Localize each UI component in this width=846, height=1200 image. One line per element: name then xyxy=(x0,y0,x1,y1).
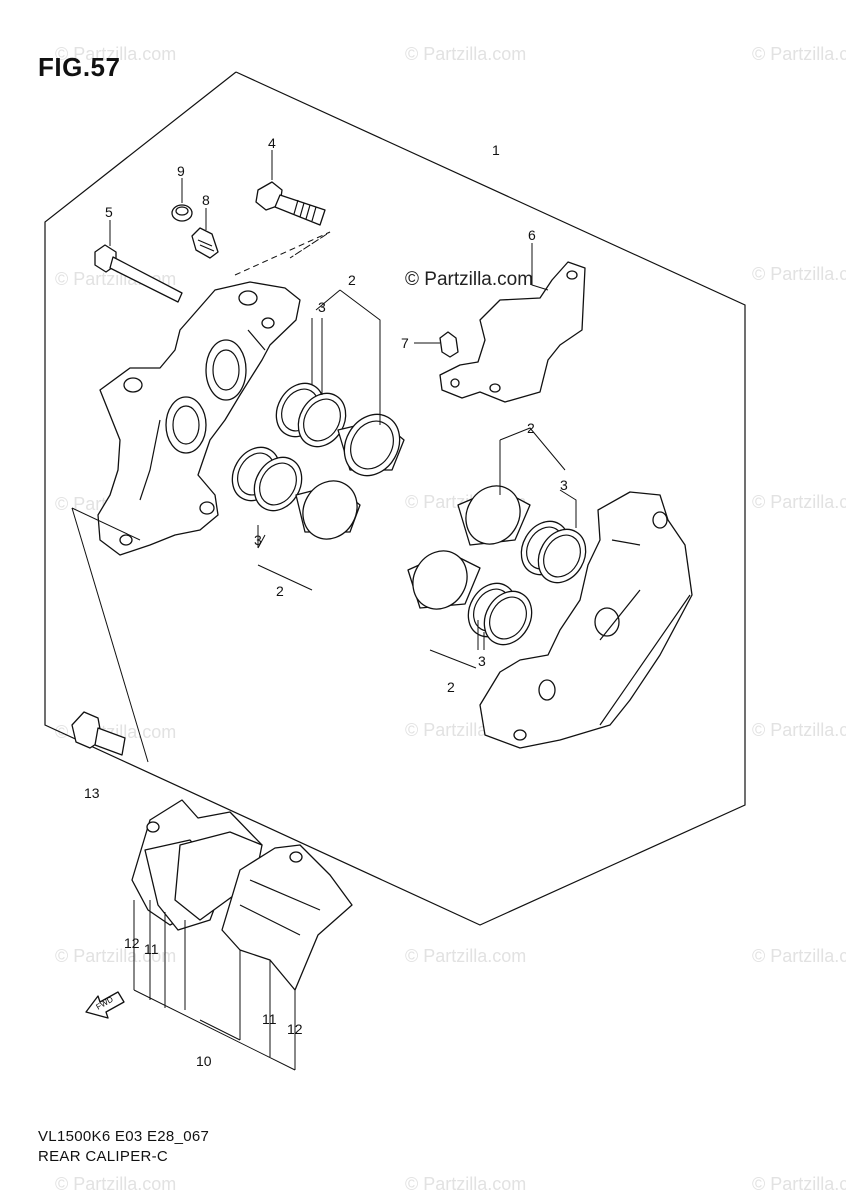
bolt-7 xyxy=(439,331,459,358)
assembly-boundary xyxy=(44,71,746,926)
watermark: © Partzilla.com xyxy=(752,44,846,64)
callout-3b: 3 xyxy=(254,532,262,548)
piston-set-lower-right xyxy=(407,550,533,646)
callout-5: 5 xyxy=(105,204,113,220)
callout-4: 4 xyxy=(268,135,276,151)
callout-13: 13 xyxy=(84,785,100,801)
callout-8: 8 xyxy=(202,192,210,208)
piston-set-lower-left xyxy=(231,446,361,540)
leader-lines xyxy=(71,150,577,1071)
caliper-half-left xyxy=(97,281,301,556)
brake-pad-set xyxy=(131,799,353,991)
forward-arrow-icon: FWD xyxy=(85,991,125,1019)
callout-2a: 2 xyxy=(348,272,356,288)
bolt-13 xyxy=(71,711,126,756)
callout-11a: 11 xyxy=(144,941,159,957)
callout-2d: 2 xyxy=(447,679,455,695)
callout-3a: 3 xyxy=(318,299,326,315)
callout-12b: 12 xyxy=(287,1021,303,1037)
callout-9: 9 xyxy=(177,163,185,179)
watermark-main: © Partzilla.com xyxy=(405,269,533,290)
callout-11b: 11 xyxy=(262,1011,277,1027)
callout-10: 10 xyxy=(196,1053,212,1069)
watermark: © Partzilla.com xyxy=(55,946,176,966)
caliper-half-right xyxy=(479,491,693,749)
callout-1: 1 xyxy=(492,142,500,158)
watermark: © Partzilla.com xyxy=(55,1174,176,1194)
callout-3c: 3 xyxy=(560,477,568,493)
watermark: © Partzilla.com xyxy=(752,492,846,512)
callout-6: 6 xyxy=(528,227,536,243)
bolt-4 xyxy=(255,181,326,226)
callout-2b: 2 xyxy=(276,583,284,599)
piston-set-upper-right xyxy=(457,485,587,584)
footer-code: VL1500K6 E03 E28_067 xyxy=(38,1128,210,1145)
callout-2c: 2 xyxy=(527,420,535,436)
callout-3d: 3 xyxy=(478,653,486,669)
watermark: © Partzilla.com xyxy=(752,946,846,966)
piston-set-upper-left xyxy=(275,382,405,477)
callout-labels: 1 4 9 8 5 6 7 2 3 3 2 2 3 3 2 13 12 11 1… xyxy=(84,135,568,1069)
watermark: © Partzilla.com xyxy=(405,946,526,966)
watermark: © Partzilla.com xyxy=(752,1174,846,1194)
watermark: © Partzilla.com xyxy=(405,44,526,64)
watermark: © Partzilla.com xyxy=(55,44,176,64)
pin-9 xyxy=(171,204,193,222)
bracket-6 xyxy=(439,261,586,403)
watermark: © Partzilla.com xyxy=(405,1174,526,1194)
footer-name: REAR CALIPER-C xyxy=(38,1148,169,1165)
figure-title: FIG.57 xyxy=(38,52,121,82)
watermark: © Partzilla.com xyxy=(752,720,846,740)
watermark: © Partzilla.com xyxy=(752,264,846,284)
bolt-5 xyxy=(94,244,183,303)
callout-7: 7 xyxy=(401,335,409,351)
bleeder-8 xyxy=(191,227,219,259)
callout-12a: 12 xyxy=(124,935,140,951)
